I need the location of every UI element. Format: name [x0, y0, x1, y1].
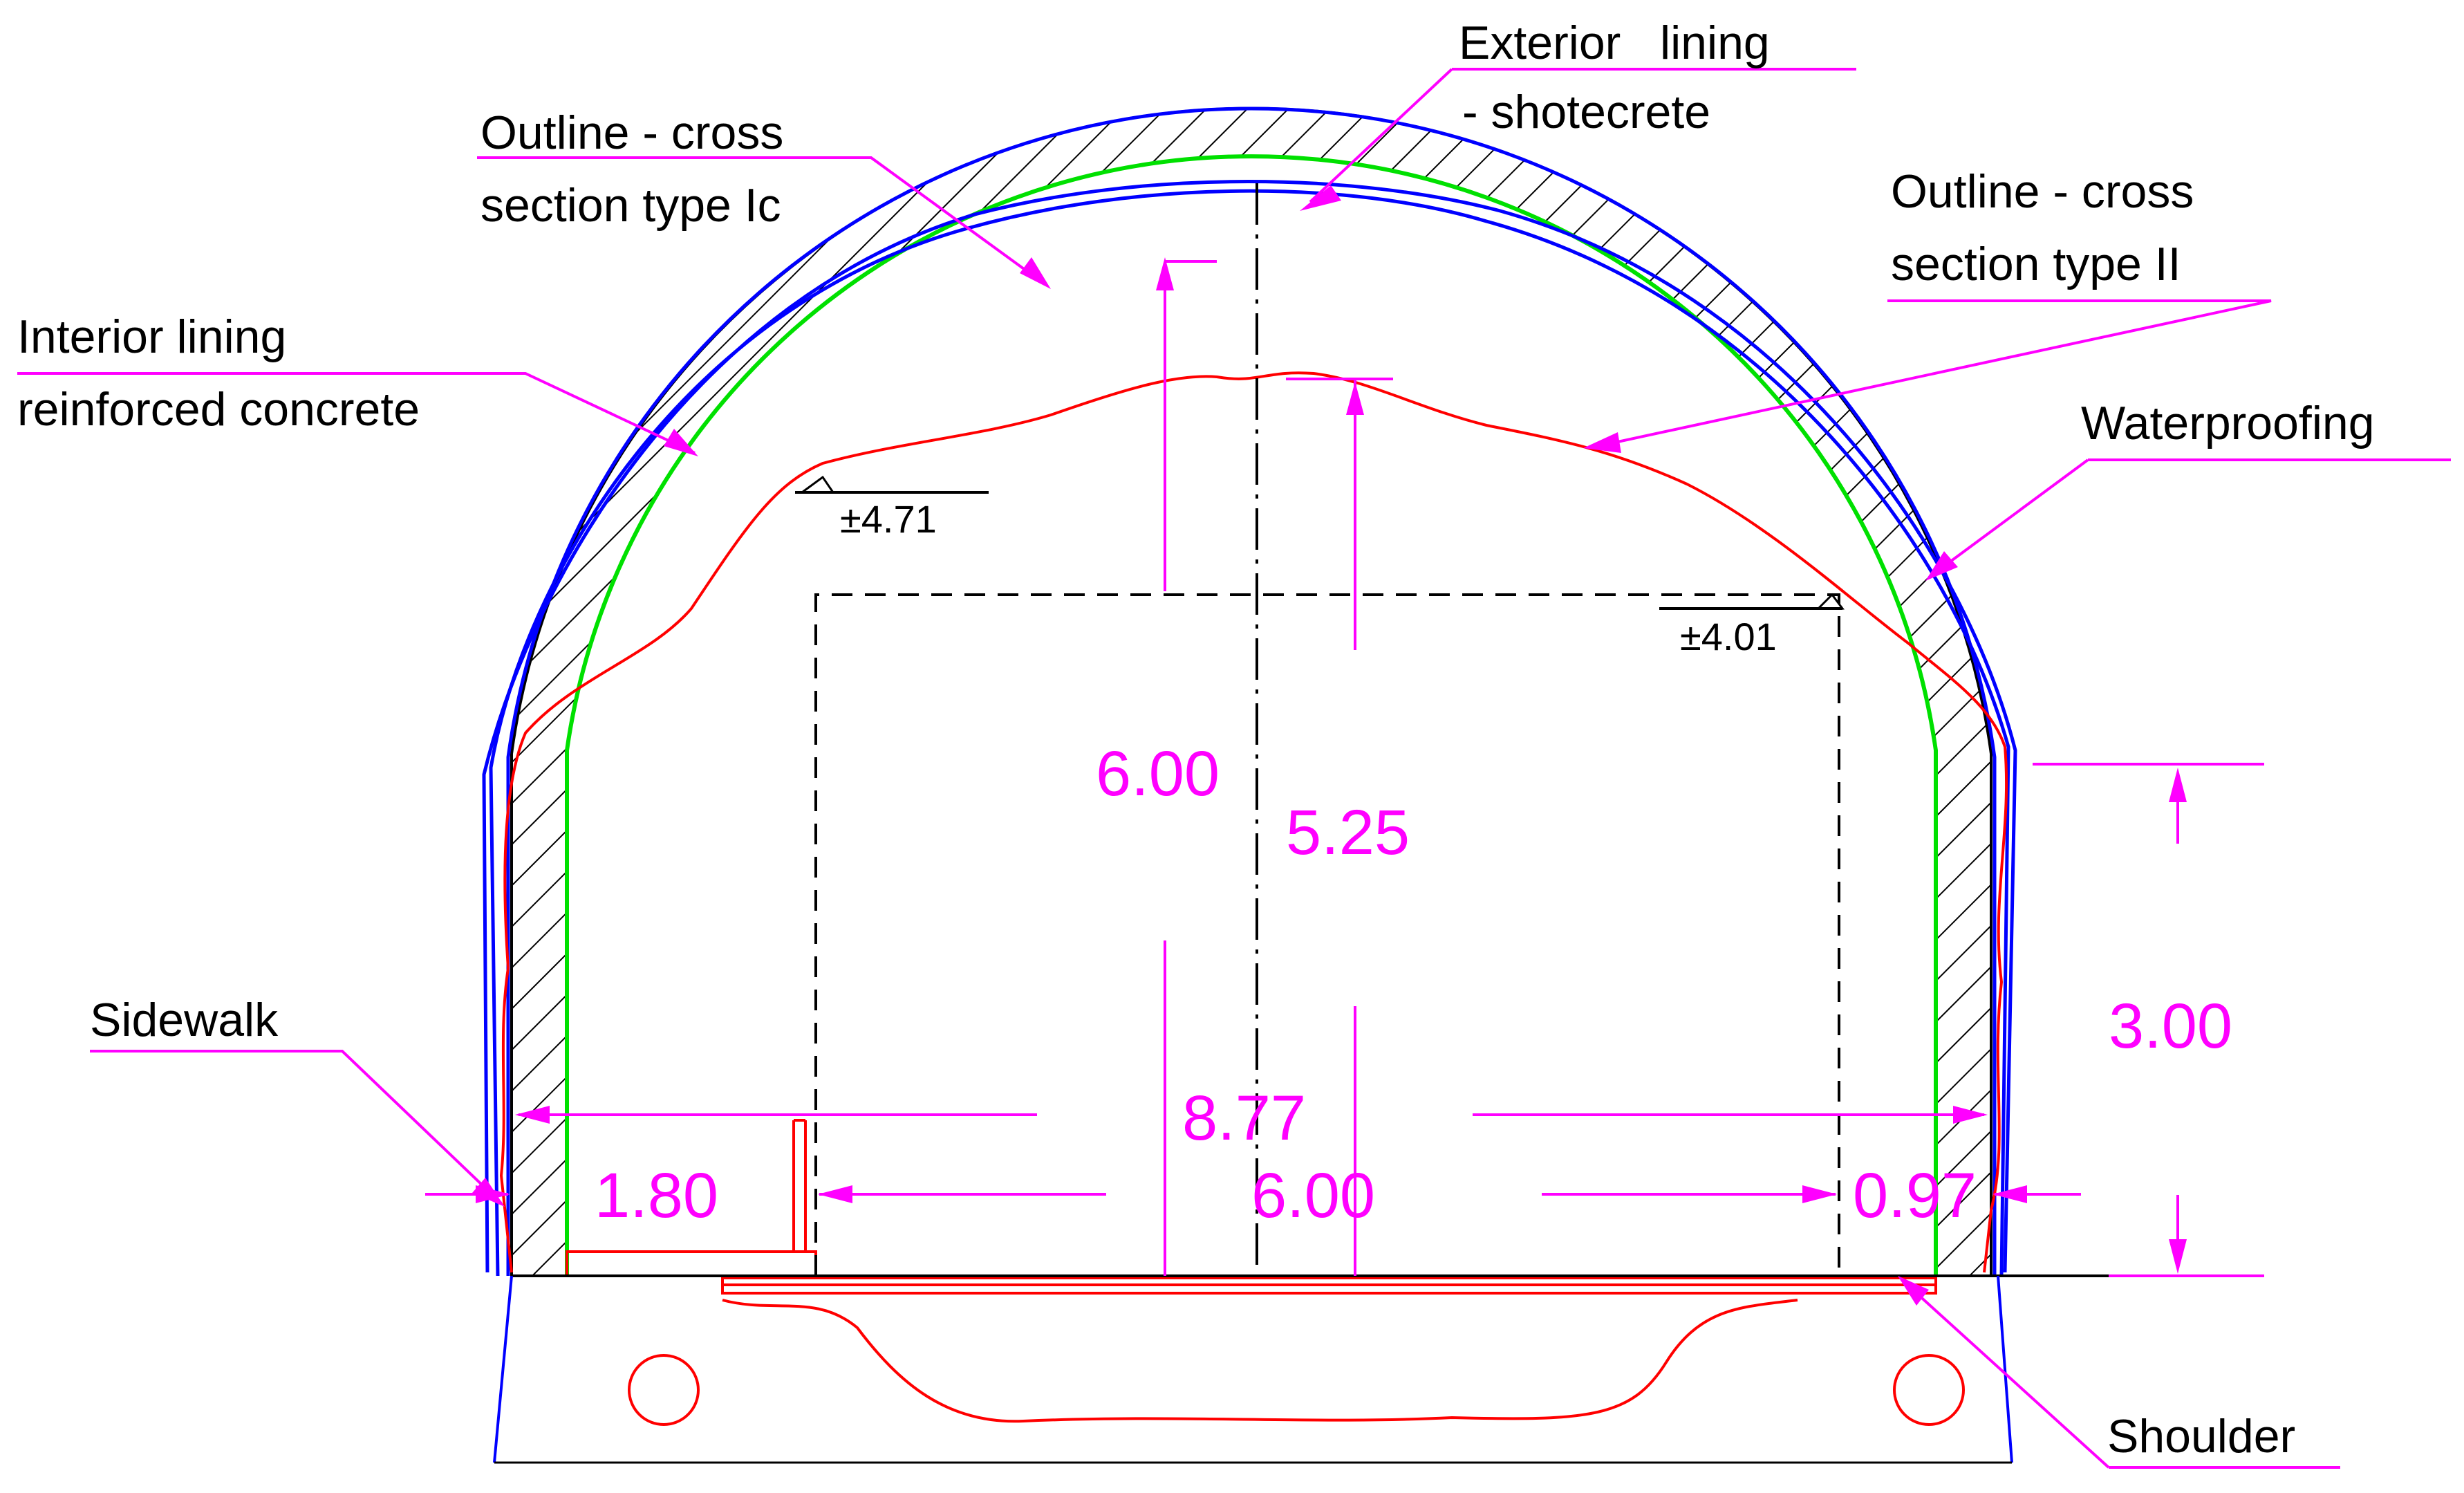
label-interior-lining-2: reinforced concrete	[17, 383, 420, 436]
label-outline-ic-2: section type Ic	[480, 179, 781, 232]
dimension-shoulder-width: 0.97	[1853, 1160, 1977, 1231]
dimension-lane-width: 6.00	[1251, 1160, 1375, 1231]
level-marker-right: ±4.01	[1659, 593, 1845, 658]
clearance-gauge	[814, 183, 1840, 1276]
label-outline-ii-2: section type II	[1891, 238, 2181, 290]
level-right-text: ±4.01	[1680, 615, 1777, 658]
dimension-height-ii: 5.25	[1286, 797, 1410, 868]
label-outline-ic-1: Outline - cross	[480, 106, 783, 159]
callout-labels: Exterior lining - shotecrete Outline - c…	[17, 17, 2375, 1463]
interior-outline-type-ic	[565, 154, 1938, 1276]
drain-pipe-left	[628, 1354, 700, 1426]
label-exterior-lining-1: Exterior lining	[1459, 17, 1770, 69]
dimension-wall-height: 3.00	[2109, 991, 2232, 1061]
exterior-shotcrete-lines	[482, 106, 2017, 1277]
dimension-sidewalk-width: 1.80	[595, 1160, 718, 1231]
label-waterproofing: Waterproofing	[2081, 397, 2375, 449]
dimension-total-width: 8.77	[1182, 1083, 1306, 1153]
outline-type-ii	[499, 371, 2008, 1273]
level-marker-left: ±4.71	[795, 475, 989, 541]
tunnel-base	[493, 1274, 2109, 1464]
label-outline-ii-1: Outline - cross	[1891, 165, 2194, 218]
dimension-values: 6.00 5.25 3.00 8.77 6.00 1.80 0.97	[595, 739, 2232, 1231]
label-interior-lining-1: Interior lining	[17, 310, 286, 363]
dimension-height-ic: 6.00	[1096, 739, 1220, 809]
drain-pipe-right	[1893, 1354, 1965, 1426]
label-sidewalk: Sidewalk	[90, 994, 279, 1046]
callout-leaders	[17, 68, 2451, 1469]
label-shoulder: Shoulder	[2107, 1410, 2295, 1463]
level-left-text: ±4.71	[840, 497, 937, 541]
label-exterior-lining-2: - shotecrete	[1462, 86, 1710, 138]
